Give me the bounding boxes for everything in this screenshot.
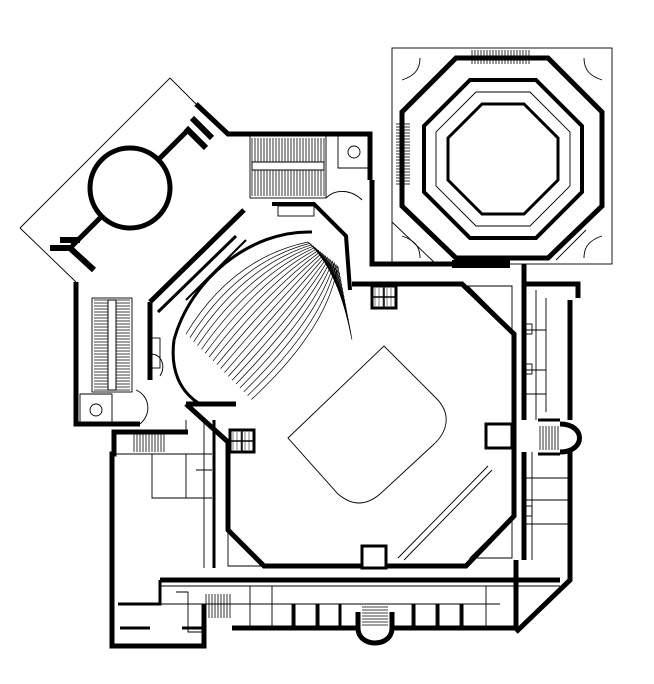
- pavilion-top-grille: [471, 50, 530, 64]
- seating-row: [251, 265, 353, 400]
- pavilion-inner-octagon: [422, 78, 584, 240]
- northeast-pavilion: [369, 47, 613, 268]
- seating-row: [212, 251, 346, 362]
- lift-core-north: [347, 145, 361, 159]
- seating-row: [216, 252, 346, 366]
- seating-row: [247, 264, 352, 396]
- seating-row: [189, 243, 341, 339]
- seating-row: [239, 260, 351, 389]
- seating-row: [228, 256, 349, 377]
- seating-row: [208, 249, 345, 358]
- auditorium-wall: [184, 281, 517, 569]
- seating-row: [235, 259, 350, 385]
- stair-tower-south: [355, 612, 395, 646]
- stage: [287, 345, 447, 504]
- seating-row: [193, 244, 342, 342]
- northwest-wing-outline: [19, 77, 197, 229]
- seating-rows: [185, 241, 353, 400]
- seating-rim: [172, 230, 313, 341]
- east-service-wing: [513, 264, 582, 634]
- seating-row: [201, 247, 344, 350]
- west-annex: [109, 420, 216, 649]
- round-room: [87, 145, 173, 231]
- seating-row: [243, 261, 351, 393]
- auditorium: [147, 202, 517, 570]
- pavilion-side-grille: [396, 123, 410, 185]
- stair-tower-east: [559, 421, 582, 455]
- seating-row: [224, 255, 348, 373]
- stair-west: [91, 297, 133, 393]
- west-annex-wall: [109, 429, 207, 649]
- northwest-wing: [19, 77, 373, 427]
- south-wing: [160, 577, 560, 646]
- lift-core-west: [89, 403, 103, 417]
- seating-row: [197, 245, 343, 346]
- vent-grilles: [228, 284, 398, 454]
- pavilion-outer-octagon: [399, 55, 605, 261]
- seating-row: [185, 241, 341, 335]
- seating-row: [231, 257, 349, 381]
- seating-row: [220, 253, 347, 369]
- stair-north: [249, 135, 327, 199]
- seating-row: [204, 248, 344, 354]
